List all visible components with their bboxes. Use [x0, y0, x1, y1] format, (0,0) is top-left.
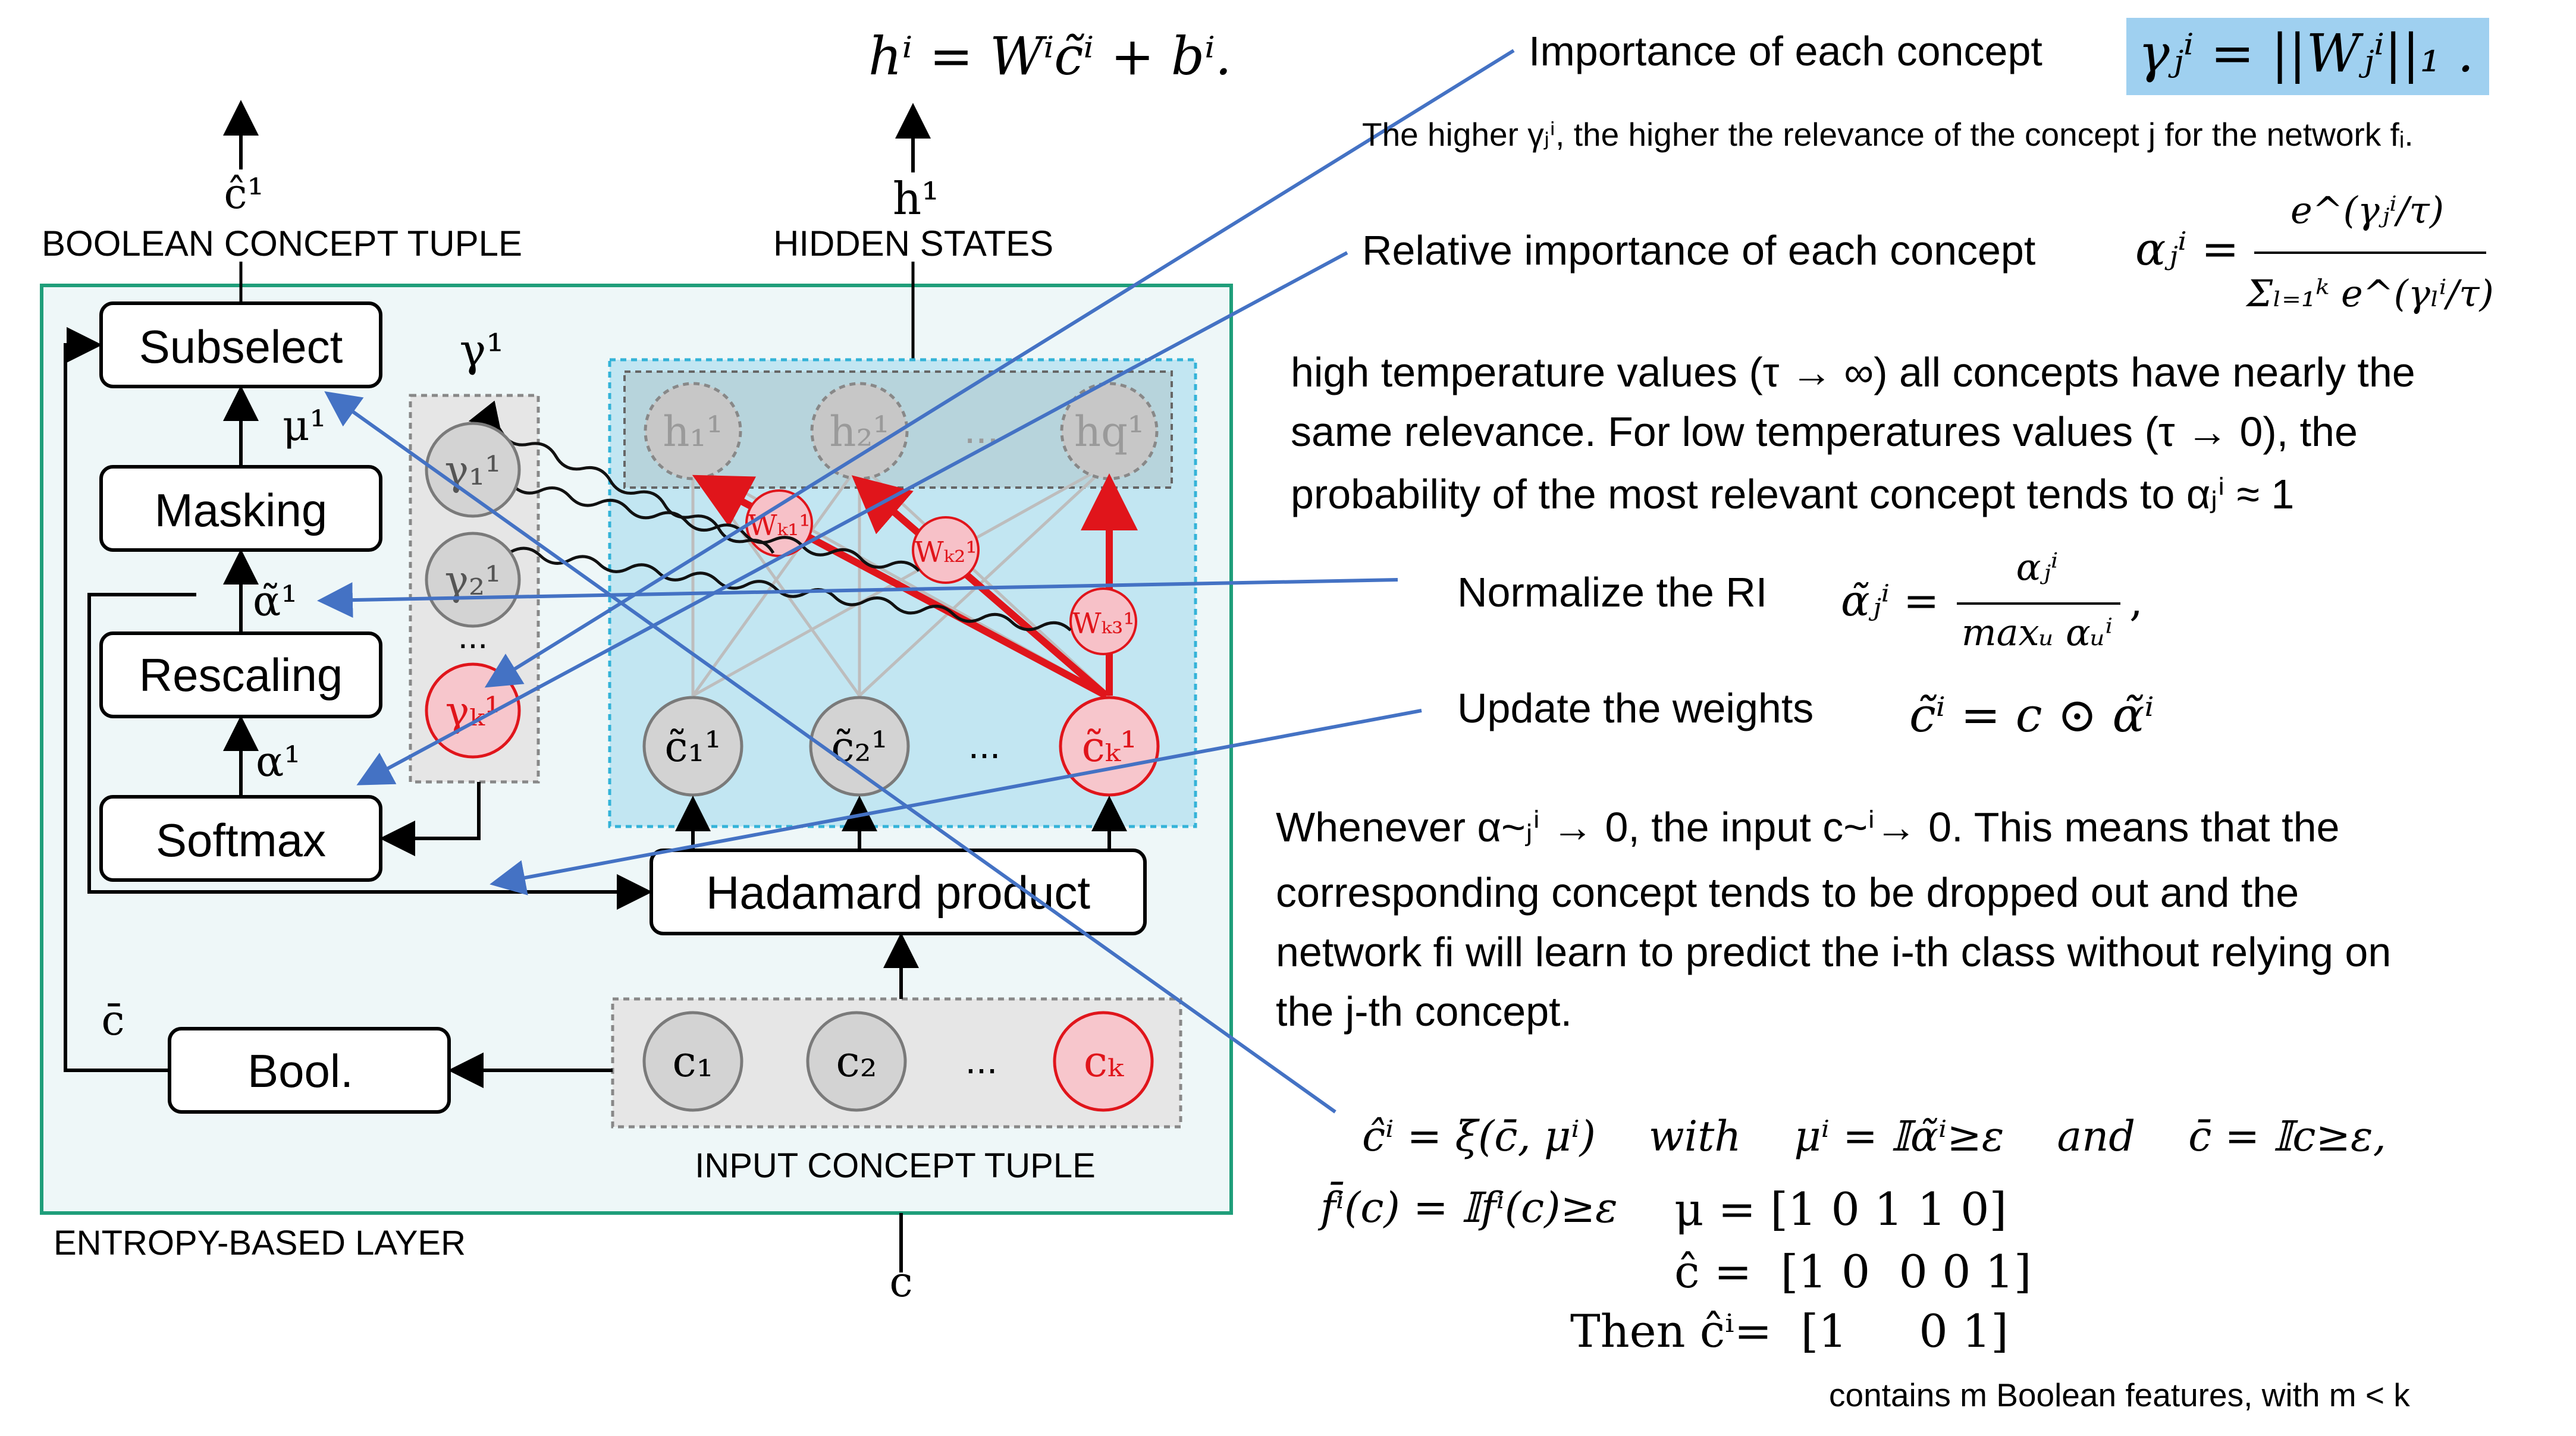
- mu-line: μ = [1 0 1 1 0]: [1674, 1183, 2007, 1236]
- w-k3-label: Wₖ₃¹: [1072, 607, 1134, 640]
- hq-node: [1060, 382, 1159, 480]
- whenever-line-1: Whenever α~ⱼⁱ → 0, the input c~ⁱ→ 0. Thi…: [1276, 804, 2339, 850]
- h1-node: [644, 382, 742, 480]
- importance-formula-highlight: [2126, 18, 2489, 95]
- then-line: Then ĉⁱ= [1 0 1]: [1570, 1305, 2009, 1358]
- mu1-label: μ¹: [283, 401, 327, 450]
- temp-line-2: same relevance. For low temperatures val…: [1291, 409, 2358, 455]
- blue-line-update: [490, 709, 1422, 895]
- c-hat1-label: ĉ¹: [224, 169, 263, 218]
- chat-formula: ĉⁱ = ξ(c̄, μⁱ) with μⁱ = 𝕀α̃ⁱ≥ε and c̄ =…: [1362, 1112, 2386, 1161]
- c-tilde2-node: [809, 696, 910, 797]
- contains-note: contains m Boolean features, with m < k: [1829, 1377, 2410, 1413]
- temp-line-3: probability of the most relevant concept…: [1291, 471, 2294, 517]
- whenever-line-3: network fi will learn to predict the i-t…: [1276, 929, 2391, 975]
- input-concept-tuple-label: INPUT CONCEPT TUPLE: [695, 1146, 1096, 1185]
- hadamard-label: Hadamard product: [706, 866, 1090, 919]
- c-ellipsis: ...: [965, 1038, 997, 1082]
- blue-line-subselect: [324, 391, 1336, 1114]
- relative-lhs: αⱼⁱ =: [2135, 222, 2239, 275]
- c-tilde-ellipsis: ...: [968, 723, 1000, 766]
- h2-node: [810, 382, 909, 480]
- wave-arrow-2: [477, 455, 920, 572]
- w-k3-node: [1069, 587, 1137, 655]
- c1-node: [642, 1011, 743, 1112]
- c-bar-label: c̄: [101, 996, 124, 1045]
- whenever-line-2: corresponding concept tends to be droppe…: [1276, 869, 2299, 916]
- update-formula: c̃ⁱ = c ⊙ α̃ⁱ: [1909, 687, 2154, 743]
- normalize-lhs: α̃ⱼⁱ =: [1841, 576, 1939, 626]
- w-k2-node: [912, 516, 980, 584]
- wave-arrow-3: [477, 543, 1072, 631]
- h2-node-label: h₂¹: [829, 407, 889, 456]
- softmax-label: Softmax: [156, 814, 326, 866]
- gamma2-node: [425, 532, 521, 628]
- fbar-formula: f̄ⁱ(c) = 𝕀fⁱ(c)≥ε: [1317, 1182, 1618, 1232]
- temp-line-1: high temperature values (τ → ∞) all conc…: [1291, 349, 2415, 395]
- h1-label: h¹: [893, 172, 939, 225]
- c-tilde1-label: c̃₁¹: [664, 722, 721, 771]
- c-input-label: c: [889, 1258, 912, 1306]
- red-edge-2: [851, 475, 1109, 699]
- c-tildek-label: c̃ₖ¹: [1082, 722, 1137, 771]
- gamma1-node: [425, 422, 521, 518]
- entropy-layer-label: ENTROPY-BASED LAYER: [54, 1224, 466, 1262]
- equation-top: hⁱ = Wⁱc̃ⁱ + bⁱ.: [868, 26, 1232, 87]
- gamma1-node-label: γ₁¹: [444, 448, 501, 495]
- h-ellipsis: ...: [964, 406, 999, 452]
- alpha-tilde1-label: α̃¹: [253, 577, 297, 626]
- relative-label: Relative importance of each concept: [1362, 227, 2035, 274]
- w-k2-label: Wₖ₂¹: [914, 536, 977, 569]
- c2-label: c₂: [836, 1036, 877, 1086]
- masking-label: Masking: [155, 484, 327, 536]
- c2-node: [806, 1011, 907, 1112]
- c-tilde2-label: c̃₂¹: [831, 722, 887, 771]
- alpha1-label: α¹: [256, 737, 300, 786]
- gamma-ellipsis: ...: [458, 616, 488, 656]
- ck-node: [1053, 1011, 1154, 1112]
- normalize-num: αⱼⁱ: [2016, 545, 2059, 589]
- wave-arrow-1: [468, 400, 775, 554]
- h1-node-label: h₁¹: [663, 407, 723, 456]
- relative-num: e^(γⱼⁱ/τ): [2291, 188, 2444, 232]
- boolean-concept-tuple-label: BOOLEAN CONCEPT TUPLE: [42, 224, 522, 263]
- blue-line-relative: [356, 251, 1348, 785]
- importance-formula: γⱼⁱ = ||Wⱼⁱ||₁ .: [2138, 23, 2474, 84]
- c1-label: c₁: [672, 1036, 713, 1086]
- normalize-label: Normalize the RI: [1457, 569, 1767, 615]
- chat-line: ĉ = [1 0 0 0 1]: [1674, 1245, 2032, 1298]
- normalize-den: maxᵤ αᵤⁱ: [1962, 611, 2113, 654]
- importance-note: The higher γⱼⁱ, the higher the relevance…: [1362, 116, 2414, 153]
- ck-label: cₖ: [1084, 1036, 1124, 1086]
- hq-node-label: hq¹: [1074, 407, 1144, 456]
- relative-den: Σₗ₌₁ᵏ e^(γₗⁱ/τ): [2245, 272, 2494, 315]
- bool-label: Bool.: [247, 1045, 353, 1097]
- importance-label: Importance of each concept: [1529, 28, 2042, 74]
- c-tilde1-node: [642, 696, 743, 797]
- normalize-tail: ,: [2129, 576, 2143, 626]
- whenever-line-4: the j-th concept.: [1276, 988, 1572, 1035]
- blue-line-importance: [484, 49, 1515, 688]
- c-tildek-node: [1059, 696, 1160, 797]
- update-label: Update the weights: [1457, 685, 1813, 731]
- rescaling-label: Rescaling: [139, 649, 343, 701]
- subselect-label: Subselect: [139, 320, 343, 373]
- blue-line-normalize: [317, 578, 1398, 618]
- hidden-states-label: HIDDEN STATES: [773, 224, 1053, 263]
- gamma1-label: γ¹: [460, 324, 504, 376]
